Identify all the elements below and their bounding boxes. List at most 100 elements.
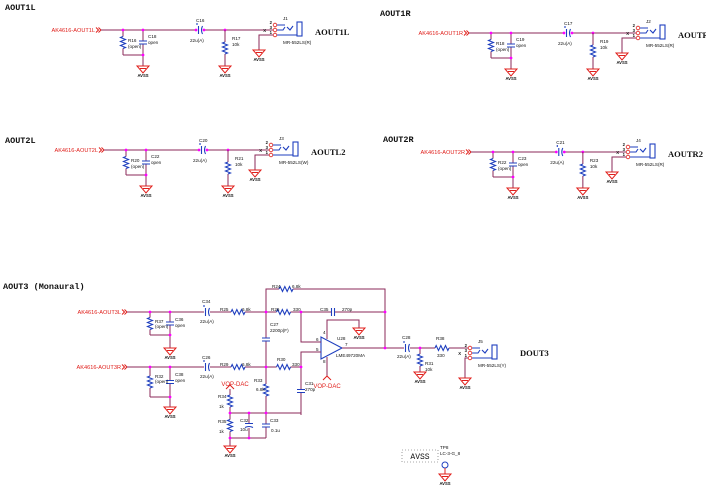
resistor-value: (open) <box>498 166 512 171</box>
undefined: R24 <box>272 284 281 289</box>
channel-aout2r: AOUT2RAK4616-AOUT2RAVSSR22(open)C23openC… <box>383 135 703 200</box>
resistor-ref: R20 <box>131 158 140 163</box>
c31-capacitor-icon <box>297 388 305 394</box>
wire <box>265 288 272 312</box>
undefined: (open) <box>155 324 169 329</box>
wire <box>150 396 171 407</box>
load-resistor-icon <box>589 44 597 58</box>
undefined: C34 <box>202 299 211 304</box>
jack-pin-icon <box>268 152 274 158</box>
capacitor-value: 22u(A) <box>558 41 572 46</box>
undefined: 6.8k <box>256 387 265 392</box>
junction-dot <box>511 150 515 154</box>
undefined: 1k <box>219 429 225 434</box>
undefined: R37 <box>155 319 164 324</box>
jack-pin-icon <box>272 27 278 33</box>
undefined: (open) <box>155 379 169 384</box>
r24-resistor-icon <box>278 285 294 293</box>
junction-dot <box>202 28 206 32</box>
ground-label: AVSS <box>137 73 148 78</box>
ground-label: AVSS <box>439 481 450 486</box>
opamp-pin: 8 <box>323 359 326 364</box>
jack-pin-number: 3 <box>633 28 636 33</box>
ground-label: AVSS <box>222 193 233 198</box>
junction-dot <box>141 53 145 57</box>
c33-capacitor-icon <box>262 423 270 428</box>
jack-pin-icon <box>467 355 473 361</box>
jack-contact-icon <box>273 144 293 156</box>
jack-pin-number: 1 <box>633 33 636 38</box>
junction-dot <box>511 175 515 179</box>
resistor-ref: R17 <box>232 36 241 41</box>
shunt-resistor-icon <box>487 38 495 53</box>
resistor-ref: R21 <box>235 156 244 161</box>
undefined: R34 <box>218 394 227 399</box>
undefined: R26 <box>271 307 280 312</box>
testpoint-icon[interactable] <box>441 461 449 469</box>
undefined: C32 <box>240 418 249 423</box>
net-label: AK4616-AOUT3R <box>77 365 121 371</box>
ground-icon <box>251 49 267 58</box>
undefined: C28 <box>402 335 411 340</box>
undefined: 330 <box>437 353 445 358</box>
junction-dot <box>168 333 172 337</box>
ground-label: AVSS <box>459 385 470 390</box>
section-title: AOUT2L <box>5 136 36 146</box>
jack-pin-number: 1 <box>465 353 468 358</box>
wire <box>300 312 321 343</box>
resistor-ref: R18 <box>496 41 505 46</box>
opamp-pin: 4 <box>323 330 326 335</box>
ground-icon <box>222 445 238 454</box>
junction-dot <box>197 148 201 152</box>
resistor-value: 10k <box>600 45 608 50</box>
net-label: AK4616-AOUT2L <box>54 148 98 154</box>
undefined: C27 <box>270 322 279 327</box>
jack-contact-icon <box>640 27 660 39</box>
junction-dot <box>264 365 268 369</box>
capacitor-value: 22u(A) <box>190 38 204 43</box>
jack-part: MR-552LS(Y) <box>478 363 507 368</box>
jack-pin-icon <box>625 149 631 155</box>
capacitor-ref: C17 <box>564 21 573 26</box>
section-title: AOUT1R <box>380 9 412 19</box>
ground-icon <box>138 185 154 194</box>
junction-dot <box>509 31 513 35</box>
undefined: 6.8k <box>292 284 301 289</box>
jack-part: MR-552LS(R) <box>646 43 675 48</box>
capacitor-ref: C21 <box>556 140 565 145</box>
jack-pin-number: 3 <box>270 25 273 30</box>
undefined: 0.1u <box>271 428 280 433</box>
ground-label: AVSS <box>505 76 516 81</box>
resistor-value: (open) <box>496 47 510 52</box>
jack-pin-icon <box>467 350 473 356</box>
jack-pin-number: 3 <box>623 147 626 152</box>
jack-ref: J3 <box>279 136 284 141</box>
jack-pin-number: 1 <box>270 30 273 35</box>
r26-resistor-icon <box>276 308 291 316</box>
section-title: AOUT3 (Monaural) <box>3 282 85 292</box>
jack-pin-icon <box>635 25 641 31</box>
net-port-icon <box>98 147 105 153</box>
jack-part: MR-552LS(R) <box>283 40 312 45</box>
power-label: VOP-DAC <box>221 382 249 388</box>
undefined: R25 <box>220 307 229 312</box>
channel-aout1l: AOUT1LAK4616-AOUT1LAVSSR16(open)C18openC… <box>5 3 350 78</box>
wire <box>300 288 386 347</box>
c32-polarized-capacitor-icon <box>244 422 254 428</box>
c27-capacitor-icon <box>262 337 270 342</box>
undefined: R33 <box>254 378 263 383</box>
opamp-part: LME49720MA <box>336 353 366 358</box>
jack-pin-icon <box>635 35 641 41</box>
jack-ref: J1 <box>283 16 288 21</box>
resistor-ref: R19 <box>600 39 609 44</box>
no-connect-mark: X <box>458 351 461 356</box>
jack-pin-icon <box>272 22 278 28</box>
ground-label: AVSS <box>353 335 364 340</box>
ground-icon <box>614 52 630 61</box>
ground-label: AVSS <box>507 195 518 200</box>
undefined: 1k <box>219 404 225 409</box>
ground-icon <box>503 68 519 77</box>
junction-dot <box>141 28 145 32</box>
junction-dot <box>299 310 303 314</box>
